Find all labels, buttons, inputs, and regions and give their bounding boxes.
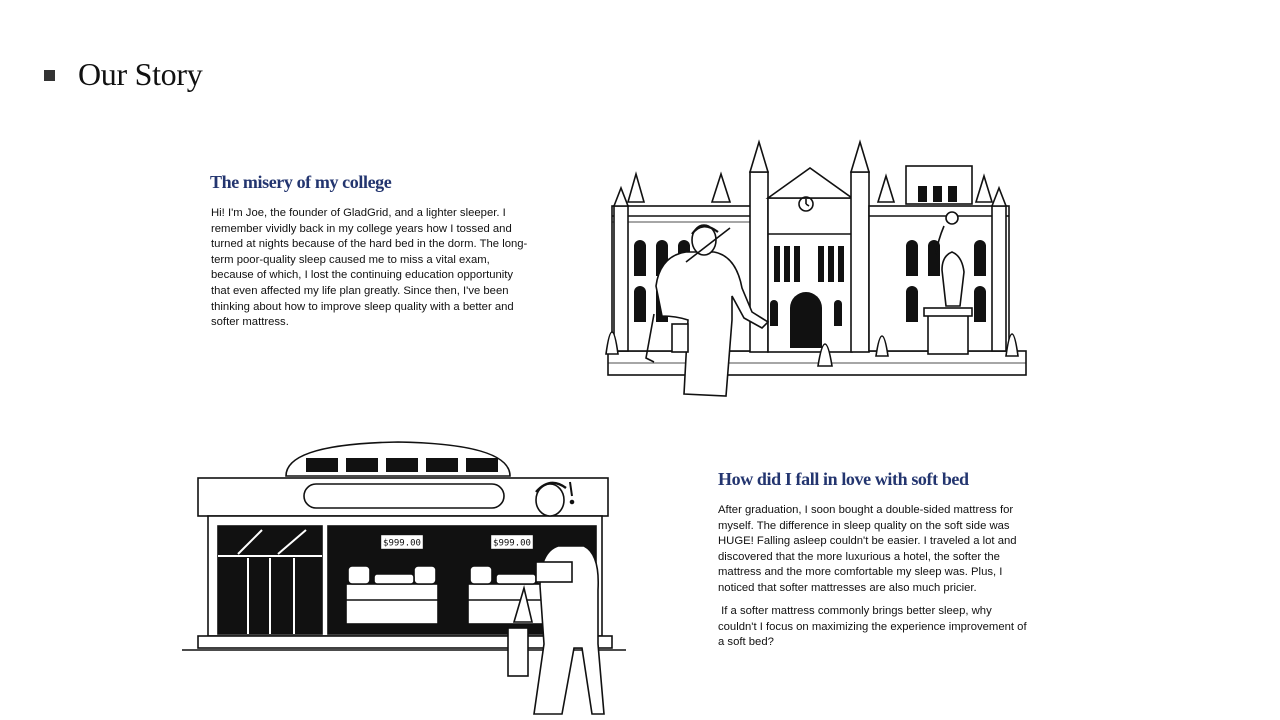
price-tag-2: $999.00 bbox=[493, 539, 531, 549]
mattress-store-illustration: $999.00 $999.00 bbox=[182, 441, 626, 715]
soft-bed-paragraph-2: If a softer mattress commonly brings bet… bbox=[718, 605, 1030, 649]
section-heading-soft-bed: How did I fall in love with soft bed bbox=[718, 469, 969, 489]
soft-bed-paragraph-1: After graduation, I soon bought a double… bbox=[718, 504, 1017, 594]
college-story-paragraph: Hi! I'm Joe, the founder of GladGrid, an… bbox=[211, 207, 528, 329]
college-building-illustration bbox=[605, 139, 1027, 397]
square-bullet-icon bbox=[44, 70, 55, 81]
page-title: Our Story bbox=[78, 56, 203, 92]
price-tag-1: $999.00 bbox=[383, 539, 421, 549]
section-heading-college: The misery of my college bbox=[210, 172, 392, 192]
